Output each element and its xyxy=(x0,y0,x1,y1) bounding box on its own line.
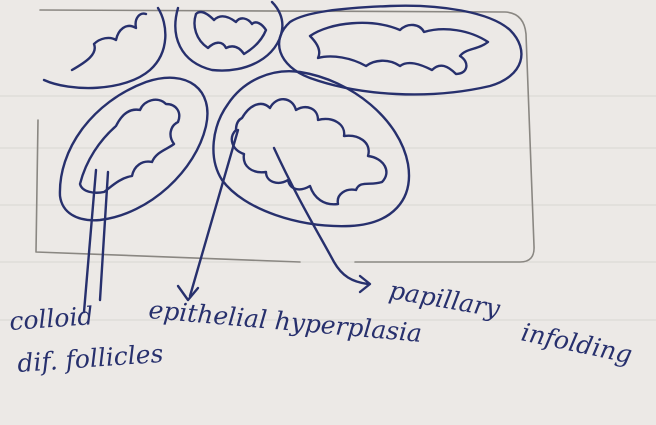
label-epithelial-hyperplasia: epithelial hyperplasia xyxy=(147,295,423,348)
follicle-middle-left xyxy=(60,78,208,221)
label-infolding: infolding xyxy=(519,318,635,370)
notebook-ruled-lines xyxy=(0,96,656,320)
label-papillary: papillary xyxy=(387,275,503,323)
follicle-top-left xyxy=(44,8,165,88)
follicle-top-middle xyxy=(175,2,282,71)
label-dif-follicles: dif. follicles xyxy=(16,339,164,378)
follicle-central-papillary xyxy=(213,71,409,226)
label-colloid: colloid xyxy=(8,301,94,336)
annotation-leaders xyxy=(84,130,370,312)
follicle-top-right xyxy=(279,6,521,95)
section-frame xyxy=(36,10,534,262)
annotation-labels: colloid dif. follicles epithelial hyperp… xyxy=(8,275,634,378)
